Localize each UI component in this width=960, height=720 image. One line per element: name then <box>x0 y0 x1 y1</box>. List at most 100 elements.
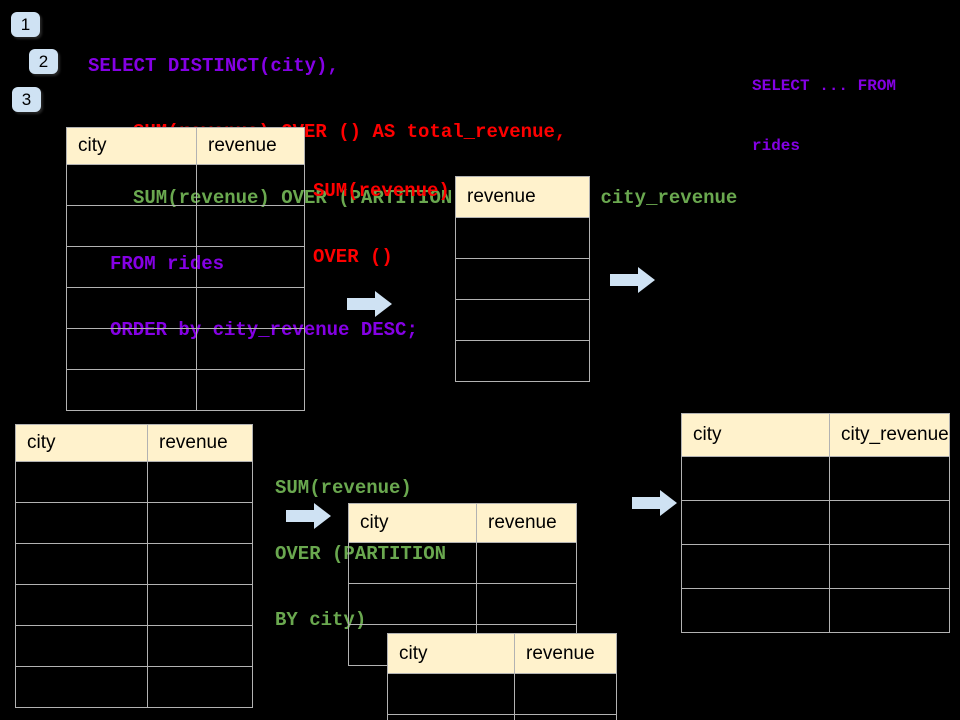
table-header-row: revenue <box>455 176 590 218</box>
sql-side-note-line: rides <box>752 137 801 155</box>
table-cell <box>196 328 305 370</box>
table-cell <box>387 673 515 715</box>
column-header-city: city <box>66 127 197 165</box>
table-row <box>15 584 253 626</box>
table-cell <box>455 340 590 382</box>
table-cell <box>66 287 197 329</box>
table-cell <box>66 328 197 370</box>
table-cell <box>15 543 148 585</box>
table-cell <box>66 205 197 247</box>
table-cell <box>829 544 950 589</box>
column-header-revenue: revenue <box>514 633 617 674</box>
table-cell <box>147 543 253 585</box>
table-row <box>455 217 590 259</box>
table-cell <box>15 666 148 708</box>
sql-side-note: SELECT ... FROM rides <box>752 36 896 196</box>
table-cell <box>147 625 253 667</box>
table-row <box>681 588 950 633</box>
table-row <box>348 542 577 584</box>
table-row <box>15 666 253 708</box>
table-cell <box>681 500 830 545</box>
annotation-line: SUM(revenue) <box>313 180 450 202</box>
table-row <box>15 461 253 503</box>
table-cell <box>147 502 253 544</box>
table-row <box>681 500 950 545</box>
table-cell <box>15 502 148 544</box>
table-cell <box>455 258 590 300</box>
table-cell <box>15 461 148 503</box>
table-row <box>66 369 305 411</box>
sql-line-select: SELECT DISTINCT(city), <box>88 55 339 77</box>
column-header-revenue: revenue <box>455 176 590 218</box>
arrow-right-icon <box>610 266 656 294</box>
column-header-revenue: revenue <box>196 127 305 165</box>
table-row <box>66 205 305 247</box>
table-cell <box>196 369 305 411</box>
table-row <box>66 246 305 288</box>
table-cell <box>147 461 253 503</box>
table-row <box>15 625 253 667</box>
column-header-city: city <box>681 413 830 457</box>
table-row <box>15 502 253 544</box>
table-row <box>387 714 617 720</box>
table-cell <box>829 588 950 633</box>
table-total-revenue-result: revenue <box>455 176 590 382</box>
table-cell <box>387 714 515 720</box>
table-cell <box>476 542 577 584</box>
table-cell <box>514 673 617 715</box>
column-header-revenue: revenue <box>147 424 253 462</box>
table-row <box>455 340 590 382</box>
table-cell <box>681 544 830 589</box>
table-cell <box>196 287 305 329</box>
table-cell <box>66 164 197 206</box>
step-badge-1: 1 <box>11 12 40 37</box>
table-row <box>66 164 305 206</box>
table-row <box>681 544 950 589</box>
arrow-right-icon <box>286 502 332 530</box>
table-cell <box>66 246 197 288</box>
column-header-revenue: revenue <box>476 503 577 543</box>
table-row <box>348 583 577 625</box>
table-cell <box>196 246 305 288</box>
table-cell <box>196 164 305 206</box>
table-row <box>387 673 617 715</box>
annotation-total-revenue: SUM(revenue) OVER () <box>313 136 450 312</box>
table-row <box>66 287 305 329</box>
table-cell <box>15 625 148 667</box>
table-cell <box>476 583 577 625</box>
table-cell <box>829 456 950 501</box>
table-cell <box>15 584 148 626</box>
table-cell <box>66 369 197 411</box>
table-cell <box>455 217 590 259</box>
arrow-right-icon <box>632 489 678 517</box>
table-cell <box>681 588 830 633</box>
arrow-right-icon <box>347 290 393 318</box>
sql-side-note-line: SELECT ... FROM <box>752 77 897 95</box>
annotation-line: OVER () <box>313 246 393 268</box>
table-row <box>455 299 590 341</box>
column-header-city: city <box>387 633 515 674</box>
column-header-city: city <box>348 503 477 543</box>
column-header-city_revenue: city_revenue <box>829 413 950 457</box>
column-header-city: city <box>15 424 148 462</box>
table-cell <box>455 299 590 341</box>
table-cell <box>348 583 477 625</box>
table-cell <box>829 500 950 545</box>
table-row <box>15 543 253 585</box>
step-badge-2: 2 <box>29 49 58 74</box>
table-cell <box>514 714 617 720</box>
table-cell <box>196 205 305 247</box>
table-cell <box>348 542 477 584</box>
step-badge-3: 3 <box>12 87 41 112</box>
table-cell <box>147 666 253 708</box>
